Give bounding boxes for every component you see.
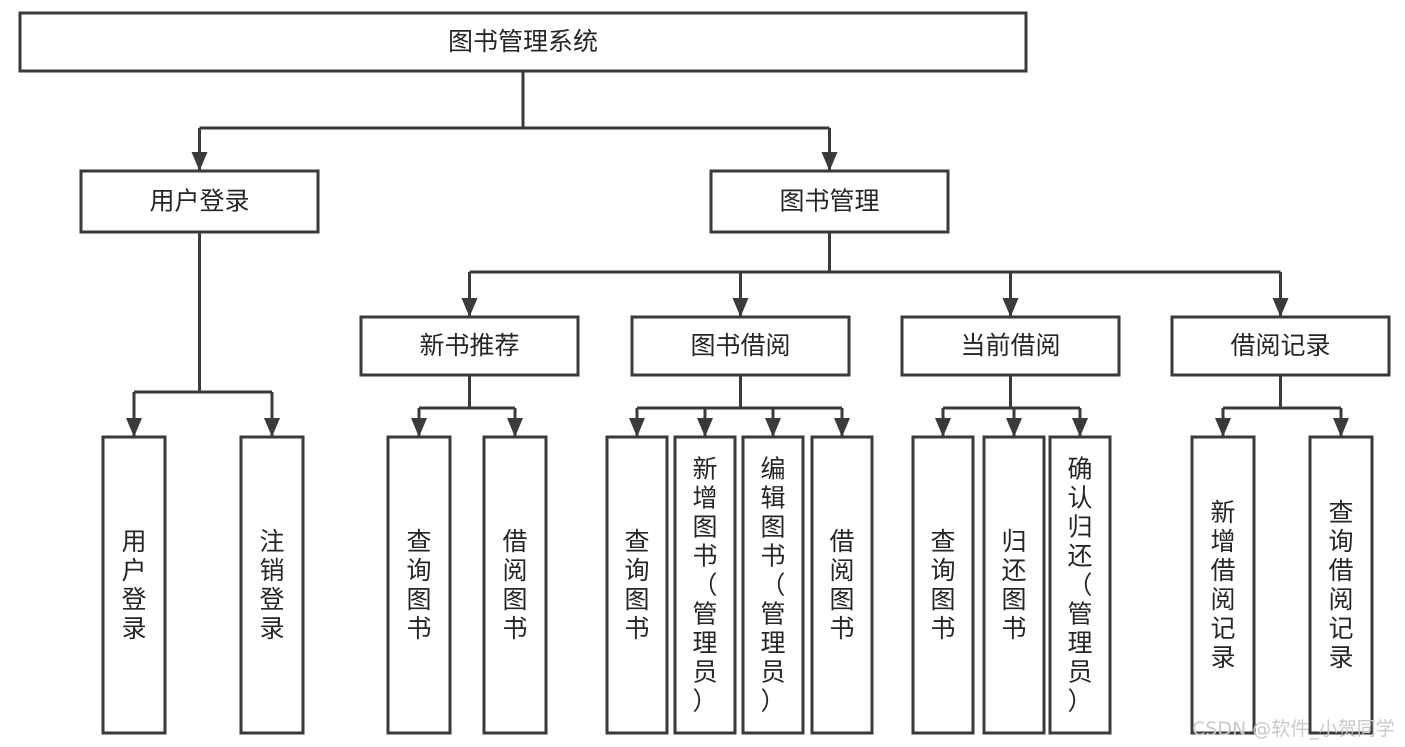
node-leaf-query-book-2-box[interactable] xyxy=(605,435,669,735)
arrow-head-icon xyxy=(411,418,427,437)
node-leaf-query-record-box[interactable] xyxy=(1308,435,1374,735)
node-leaf-query-book-3[interactable]: 查询图书 xyxy=(911,435,975,735)
node-borrow-record-label: 借阅记录 xyxy=(1230,331,1330,360)
arrow-head-icon xyxy=(1072,418,1088,437)
node-leaf-borrow-book-1-label: 借阅图书 xyxy=(502,527,527,643)
node-book-manage[interactable]: 图书管理 xyxy=(709,169,950,234)
node-leaf-confirm-return[interactable]: 确认归还（管理员） xyxy=(1048,435,1112,735)
arrow-head-icon xyxy=(765,418,781,437)
node-leaf-confirm-return-label: 确认归还（管理员） xyxy=(1067,455,1092,716)
node-leaf-user-logout[interactable]: 注销登录 xyxy=(239,435,305,735)
node-leaf-edit-book[interactable]: 编辑图书（管理员） xyxy=(741,435,805,735)
node-leaf-query-record-label: 查询借阅记录 xyxy=(1328,498,1353,672)
connector-layer xyxy=(126,71,1349,437)
node-leaf-user-logout-label: 注销登录 xyxy=(259,527,284,643)
node-leaf-user-login[interactable]: 用户登录 xyxy=(101,435,167,735)
arrow-head-icon xyxy=(507,418,523,437)
node-user-login-label: 用户登录 xyxy=(149,187,249,216)
node-book-borrow[interactable]: 图书借阅 xyxy=(630,315,851,377)
node-book-manage-box[interactable] xyxy=(709,169,950,234)
node-borrow-record[interactable]: 借阅记录 xyxy=(1170,315,1391,377)
arrow-head-icon xyxy=(1333,418,1349,437)
node-leaf-borrow-book-1[interactable]: 借阅图书 xyxy=(482,435,548,735)
node-leaf-add-book[interactable]: 新增图书（管理员） xyxy=(673,435,737,735)
node-leaf-query-book-1-label: 查询图书 xyxy=(406,527,431,643)
arrow-head-icon xyxy=(732,298,749,317)
node-leaf-user-login-box[interactable] xyxy=(101,435,167,735)
arrow-head-icon xyxy=(126,418,142,437)
node-leaf-return-book-box[interactable] xyxy=(982,435,1046,735)
arrow-head-icon xyxy=(697,418,713,437)
node-leaf-query-book-2-label: 查询图书 xyxy=(624,527,649,643)
node-leaf-add-record-box[interactable] xyxy=(1190,435,1256,735)
node-leaf-edit-book-label: 编辑图书（管理员） xyxy=(760,455,785,716)
node-leaf-add-book-label: 新增图书（管理员） xyxy=(692,455,717,716)
node-book-manage-label: 图书管理 xyxy=(779,187,879,216)
node-current-borrow-box[interactable] xyxy=(900,315,1121,377)
node-leaf-add-book-box[interactable] xyxy=(673,435,737,735)
node-new-book-rec-label: 新书推荐 xyxy=(419,331,519,360)
node-user-login[interactable]: 用户登录 xyxy=(79,169,320,234)
node-book-borrow-box[interactable] xyxy=(630,315,851,377)
node-leaf-edit-book-box[interactable] xyxy=(741,435,805,735)
node-new-book-rec-box[interactable] xyxy=(359,315,580,377)
node-leaf-user-login-label: 用户登录 xyxy=(121,527,146,643)
node-current-borrow-label: 当前借阅 xyxy=(960,331,1060,360)
arrow-head-icon xyxy=(834,418,850,437)
arrow-head-icon xyxy=(821,152,838,171)
arrow-head-icon xyxy=(935,418,951,437)
node-leaf-query-book-2[interactable]: 查询图书 xyxy=(605,435,669,735)
node-root-system[interactable]: 图书管理系统 xyxy=(18,11,1028,73)
arrow-head-icon xyxy=(264,418,280,437)
node-leaf-user-logout-box[interactable] xyxy=(239,435,305,735)
node-layer: 图书管理系统用户登录图书管理新书推荐图书借阅当前借阅借阅记录用户登录注销登录查询… xyxy=(18,11,1391,735)
arrow-head-icon xyxy=(461,298,478,317)
node-leaf-add-record[interactable]: 新增借阅记录 xyxy=(1190,435,1256,735)
node-leaf-query-book-3-box[interactable] xyxy=(911,435,975,735)
node-user-login-box[interactable] xyxy=(79,169,320,234)
node-leaf-return-book-label: 归还图书 xyxy=(1001,527,1026,643)
node-book-borrow-label: 图书借阅 xyxy=(690,331,790,360)
node-leaf-borrow-book-2-box[interactable] xyxy=(810,435,874,735)
node-leaf-borrow-book-2[interactable]: 借阅图书 xyxy=(810,435,874,735)
arrow-head-icon xyxy=(1215,418,1231,437)
node-new-book-rec[interactable]: 新书推荐 xyxy=(359,315,580,377)
node-borrow-record-box[interactable] xyxy=(1170,315,1391,377)
arrow-head-icon xyxy=(191,152,208,171)
node-current-borrow[interactable]: 当前借阅 xyxy=(900,315,1121,377)
node-leaf-query-book-1-box[interactable] xyxy=(386,435,452,735)
node-leaf-return-book[interactable]: 归还图书 xyxy=(982,435,1046,735)
node-leaf-borrow-book-1-box[interactable] xyxy=(482,435,548,735)
arrow-head-icon xyxy=(1002,298,1019,317)
node-root-system-box[interactable] xyxy=(18,11,1028,73)
arrow-head-icon xyxy=(1272,298,1289,317)
node-leaf-query-record[interactable]: 查询借阅记录 xyxy=(1308,435,1374,735)
csdn-watermark: CSDN @软件_小贺同学 xyxy=(1192,718,1395,740)
arrow-head-icon xyxy=(629,418,645,437)
node-leaf-confirm-return-box[interactable] xyxy=(1048,435,1112,735)
node-leaf-borrow-book-2-label: 借阅图书 xyxy=(829,527,854,643)
node-leaf-query-book-3-label: 查询图书 xyxy=(930,527,955,643)
arrow-head-icon xyxy=(1006,418,1022,437)
node-leaf-add-record-label: 新增借阅记录 xyxy=(1210,498,1235,672)
node-root-system-label: 图书管理系统 xyxy=(448,27,598,56)
node-leaf-query-book-1[interactable]: 查询图书 xyxy=(386,435,452,735)
